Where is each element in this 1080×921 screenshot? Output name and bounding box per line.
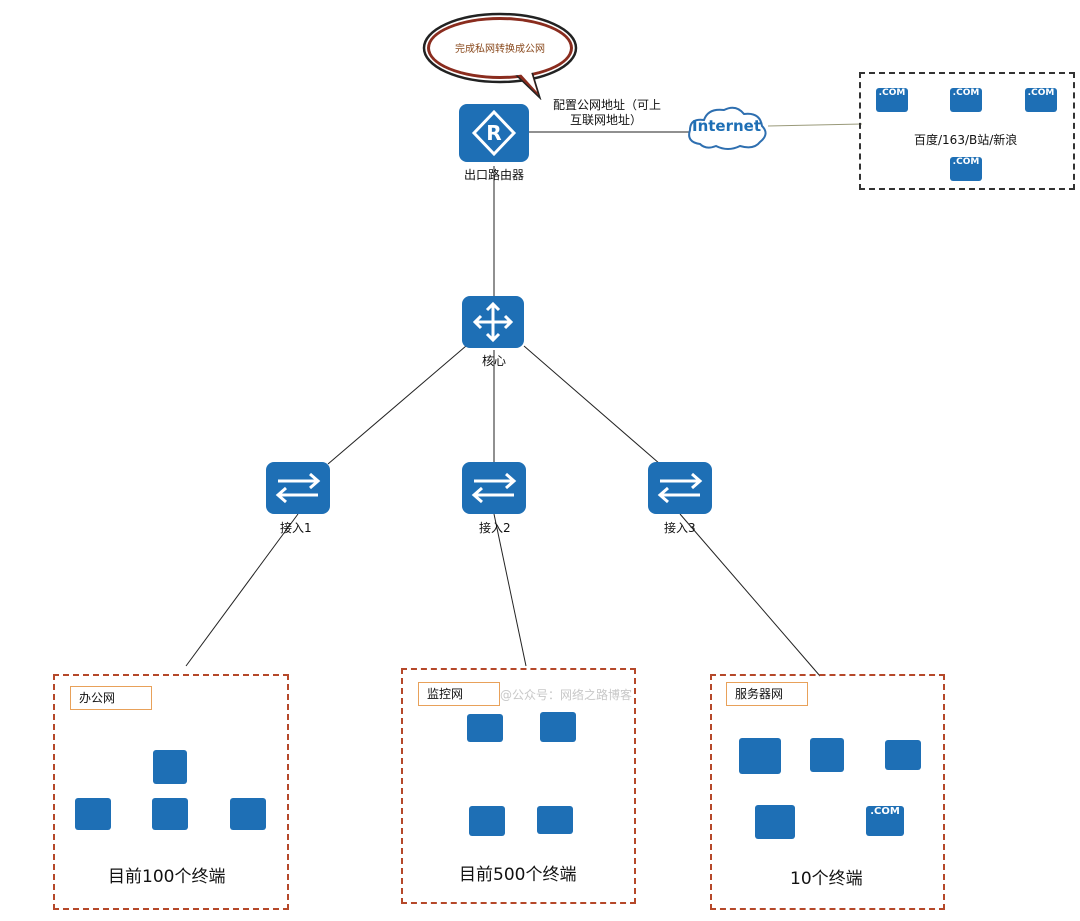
watermark: @公众号：网络之路博客 [500, 688, 633, 702]
database-server-icon [885, 740, 921, 770]
bubble-text: 完成私网转换成公网 [455, 44, 545, 55]
link-access2-monitor [493, 513, 527, 667]
zone-office-tag: 办公网 [70, 686, 152, 710]
zone-monitor-count: 目前500个终端 [459, 865, 577, 885]
dome-camera-icon [469, 806, 505, 836]
user-group-icon [152, 798, 188, 830]
zone-server-tag: 服务器网 [726, 682, 808, 706]
zone-monitor [401, 668, 636, 904]
user-group-icon [230, 798, 266, 830]
core-switch-icon[interactable] [462, 296, 524, 348]
internet-label: Internet [692, 117, 762, 135]
router-label: 出口路由器 [464, 168, 525, 182]
web-server-icon: .COM [950, 88, 982, 112]
link-core-access1 [327, 345, 467, 465]
router-wan-note: 配置公网地址（可上 [553, 98, 662, 112]
print-server-icon [153, 750, 187, 784]
access-3-label: 接入3 [664, 521, 696, 535]
dome-camera-icon [540, 712, 576, 742]
access-1-label: 接入1 [280, 521, 312, 535]
router-icon[interactable]: R [459, 104, 529, 162]
zone-office-count: 目前100个终端 [108, 867, 226, 887]
sites-caption: 百度/163/B站/新浪 [914, 133, 1018, 147]
link-access1-office [185, 513, 299, 667]
camera-icon [537, 806, 573, 834]
user-group-icon [75, 798, 111, 830]
zone-office [53, 674, 289, 910]
web-server-icon: .COM [1025, 88, 1057, 112]
internet-sites-group [859, 72, 1075, 190]
link-core-access3 [523, 345, 661, 465]
access-switch-2-icon[interactable] [462, 462, 526, 514]
access-switch-3-icon[interactable] [648, 462, 712, 514]
link-internet-sites [767, 123, 863, 127]
web-server-icon: .COM [866, 806, 904, 836]
file-server-icon [810, 738, 844, 772]
link-access3-server [679, 513, 821, 677]
router-wan-note-2: 互联网地址） [570, 113, 643, 127]
zone-server [710, 674, 945, 910]
alarm-server-icon [755, 805, 795, 839]
web-server-icon: .COM [876, 88, 908, 112]
svg-text:R: R [486, 121, 501, 145]
access-2-label: 接入2 [479, 521, 511, 535]
internet-cloud-icon[interactable] [684, 104, 770, 152]
core-label: 核心 [482, 354, 507, 368]
server-rack-icon [739, 738, 781, 774]
zone-monitor-tag: 监控网 [418, 682, 500, 706]
zone-server-count: 10个终端 [790, 869, 863, 889]
access-switch-1-icon[interactable] [266, 462, 330, 514]
camera-icon [467, 714, 503, 742]
web-server-icon: .COM [950, 157, 982, 181]
note-bubble [422, 12, 578, 100]
